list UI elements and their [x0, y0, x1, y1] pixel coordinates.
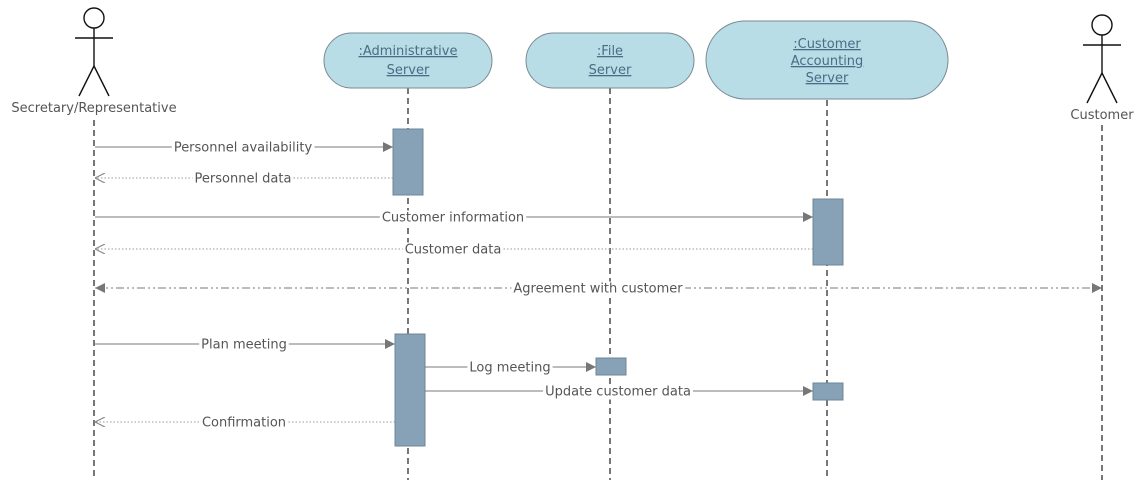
message-4: Customer data — [95, 242, 813, 258]
object-box — [525, 32, 695, 89]
message-label: Customer information — [382, 211, 524, 226]
message-label: Update customer data — [545, 385, 691, 400]
object-label-line: Accounting — [791, 54, 864, 69]
object-label-line: :Administrative — [358, 44, 457, 59]
activation-accounting-1 — [812, 198, 844, 266]
object-label-line: Server — [387, 63, 430, 78]
message-label-bg — [402, 242, 504, 258]
message-8: Update customer data — [425, 384, 813, 400]
object-label-line: :Customer — [793, 37, 861, 52]
message-label-bg — [199, 415, 289, 431]
object-label-line: Server — [806, 71, 849, 86]
message-3: Customer information — [95, 210, 813, 226]
message-label: Log meeting — [469, 361, 550, 376]
object-label-line: Server — [589, 63, 632, 78]
message-label-bg — [379, 210, 527, 226]
message-label-bg — [199, 337, 289, 353]
actor-icon — [1083, 14, 1121, 104]
message-label-bg — [171, 140, 315, 156]
activation-accounting-2 — [812, 382, 844, 401]
message-5: Agreement with customer — [95, 281, 1102, 297]
object-box — [323, 32, 493, 89]
message-label-bg — [511, 281, 686, 297]
actor-label: Secretary/Representative — [11, 101, 176, 116]
participant-customer: Customer — [1070, 14, 1134, 123]
message-label: Personnel availability — [174, 141, 313, 156]
participant-secretary: Secretary/Representative — [11, 7, 177, 116]
message-label: Agreement with customer — [513, 282, 683, 297]
message-label: Confirmation — [202, 416, 286, 431]
message-label: Customer data — [405, 243, 502, 258]
message-7: Log meeting — [425, 360, 596, 376]
message-label: Plan meeting — [201, 338, 287, 353]
message-label-bg — [467, 360, 553, 376]
object-box — [705, 20, 949, 100]
activation-file-1 — [595, 357, 627, 376]
activation-admin-2 — [394, 333, 426, 447]
message-6: Plan meeting — [95, 337, 395, 353]
activation-admin-1 — [392, 128, 424, 196]
message-9: Confirmation — [95, 415, 395, 431]
object-label-line: :File — [597, 44, 623, 59]
message-1: Personnel availability — [95, 140, 393, 156]
message-label-bg — [192, 171, 294, 187]
message-label: Personnel data — [195, 172, 292, 187]
message-2: Personnel data — [95, 171, 393, 187]
message-label-bg — [543, 384, 693, 400]
actor-icon — [75, 7, 113, 97]
actor-label: Customer — [1070, 108, 1134, 123]
